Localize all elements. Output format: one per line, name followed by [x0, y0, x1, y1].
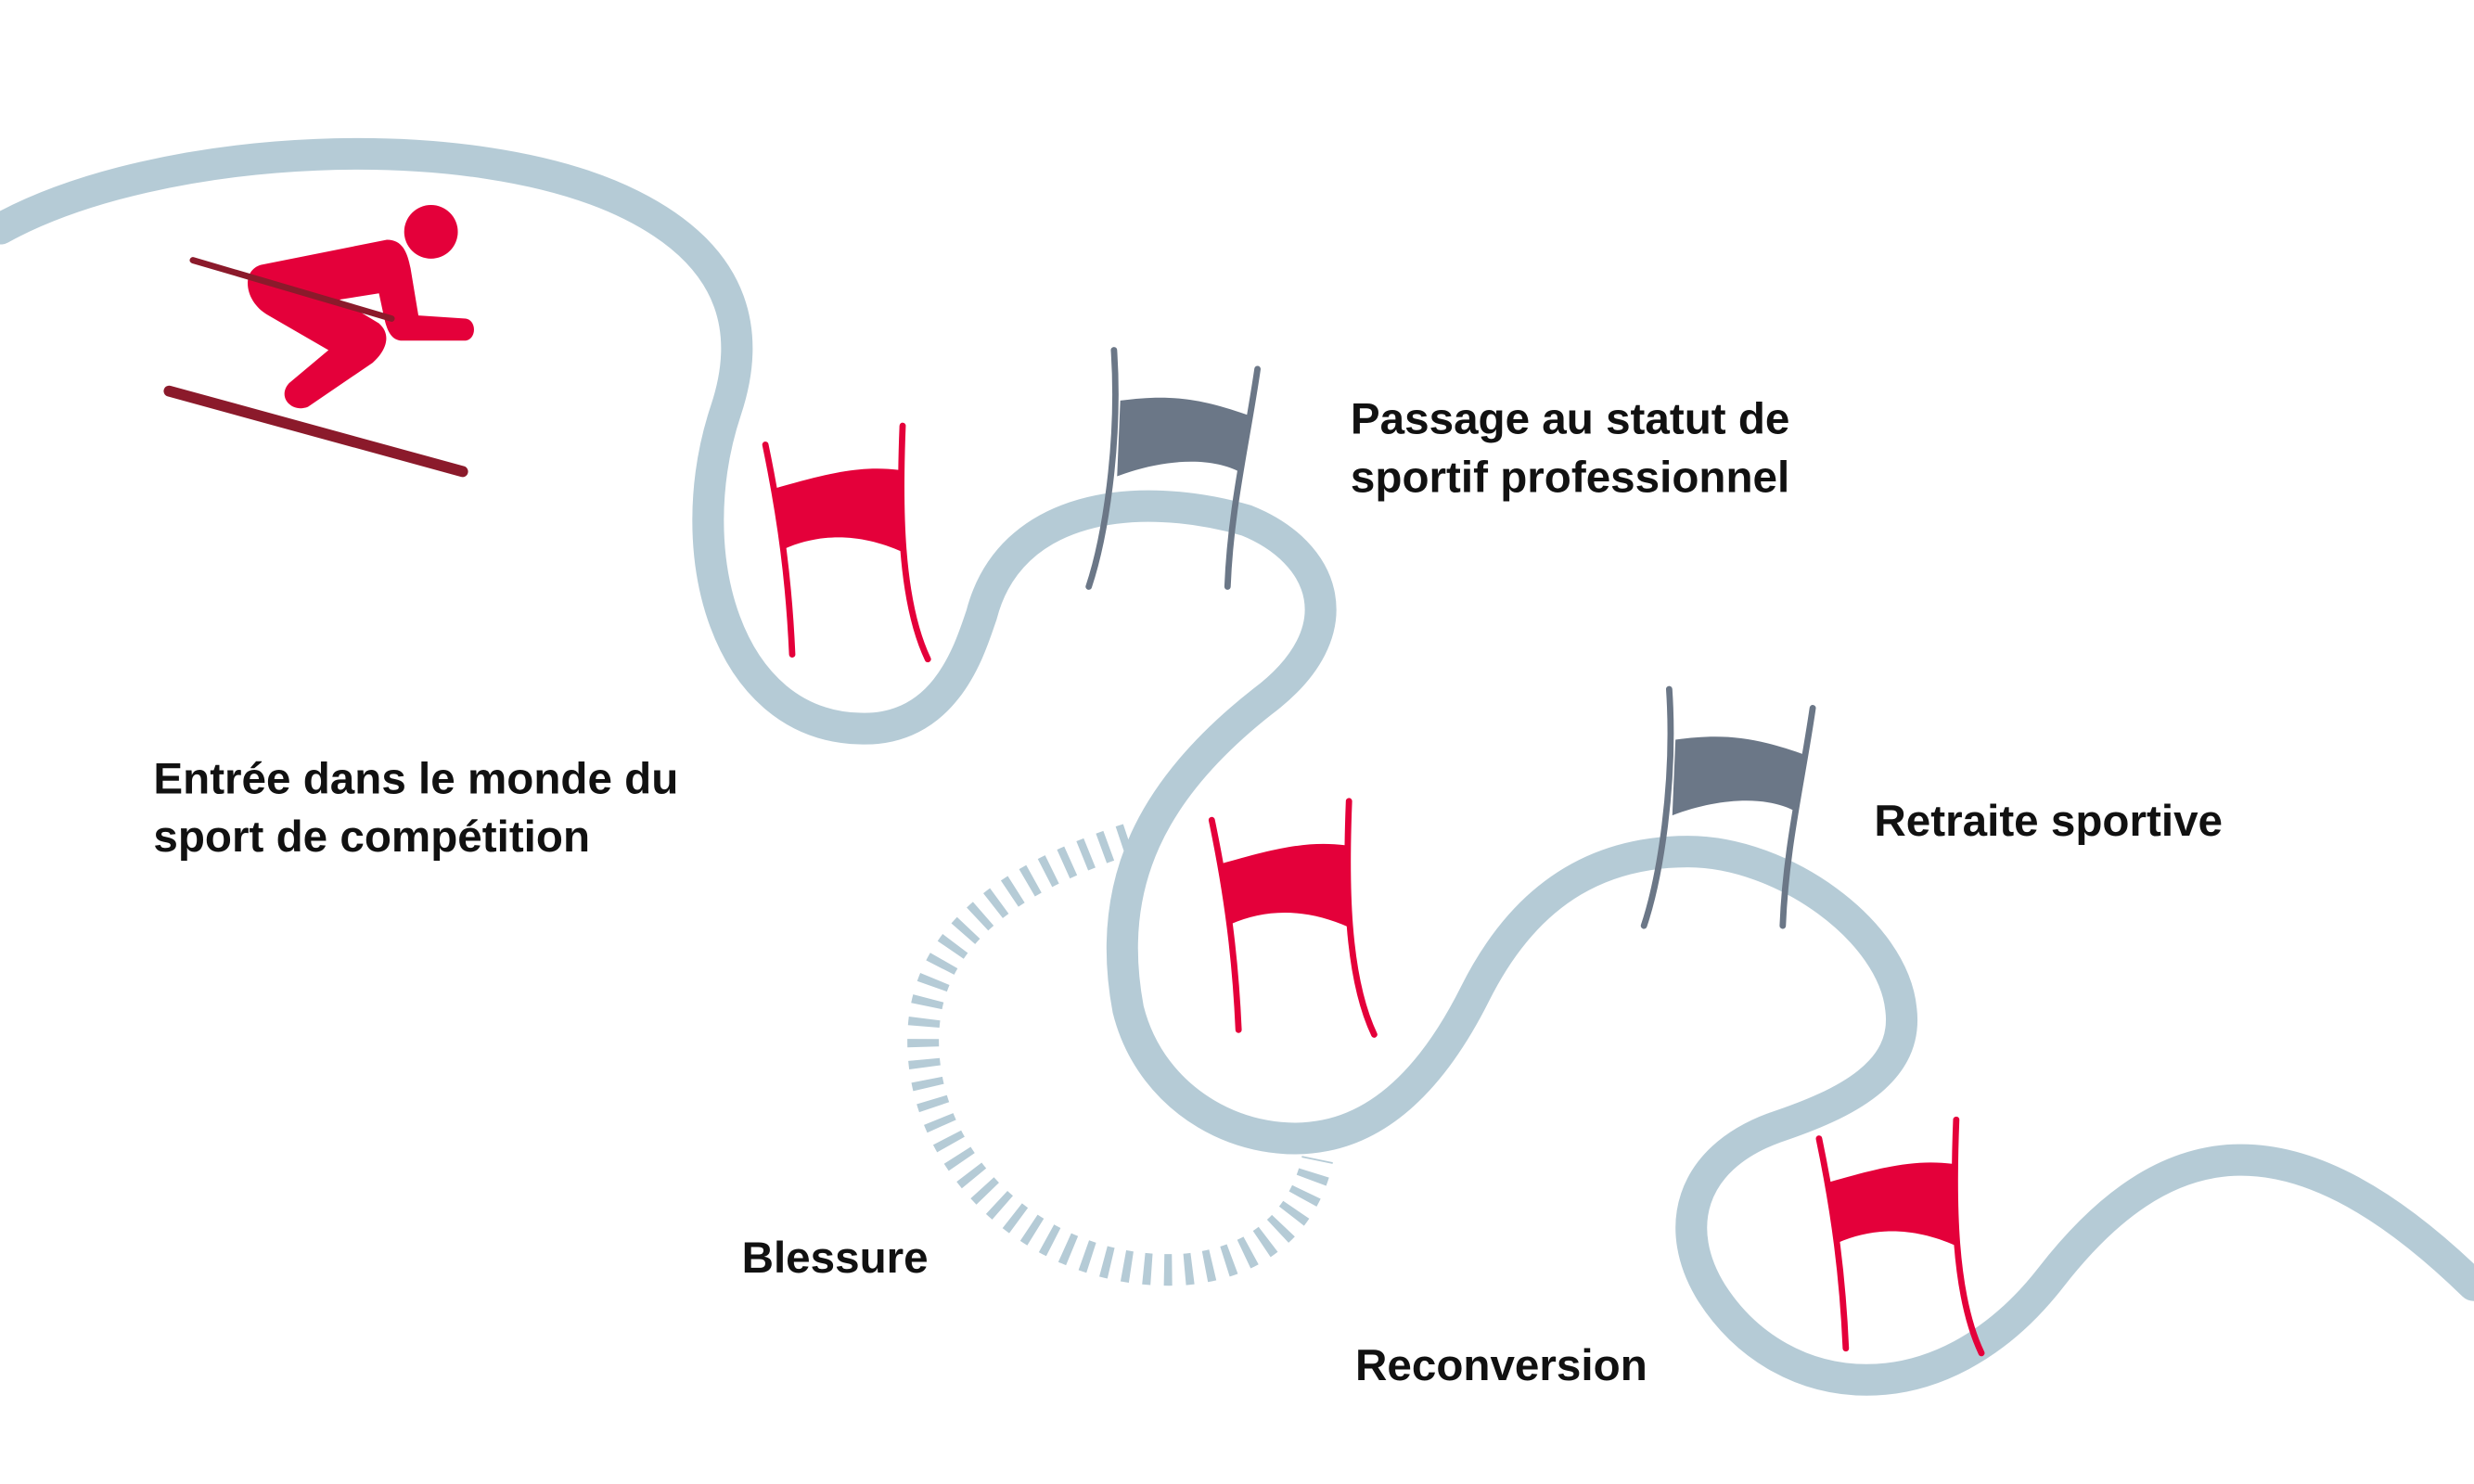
red-gate-flag-icon: [1211, 801, 1374, 1035]
label-entry-line2: sport de compétition: [153, 812, 590, 862]
gray-gate-flag-icon: [1089, 350, 1258, 586]
career-track-path: [0, 137, 2474, 1396]
label-entry-line1: Entrée dans le monde du: [153, 754, 678, 803]
label-pro-line1: Passage au statut de: [1351, 395, 1789, 444]
label-reconversion: Reconversion: [1355, 1341, 1647, 1390]
injury-detour-path: [907, 824, 1333, 1286]
label-pro-line2: sportif professionnel: [1351, 453, 1789, 502]
gray-gate-flag-icon: [1644, 689, 1813, 926]
label-retirement: Retraite sportive: [1874, 797, 2223, 846]
red-gate-flag-icon: [1819, 1119, 1981, 1353]
skier-icon: [163, 205, 474, 478]
label-injury: Blessure: [742, 1234, 929, 1283]
red-gate-flag-icon: [765, 426, 928, 659]
